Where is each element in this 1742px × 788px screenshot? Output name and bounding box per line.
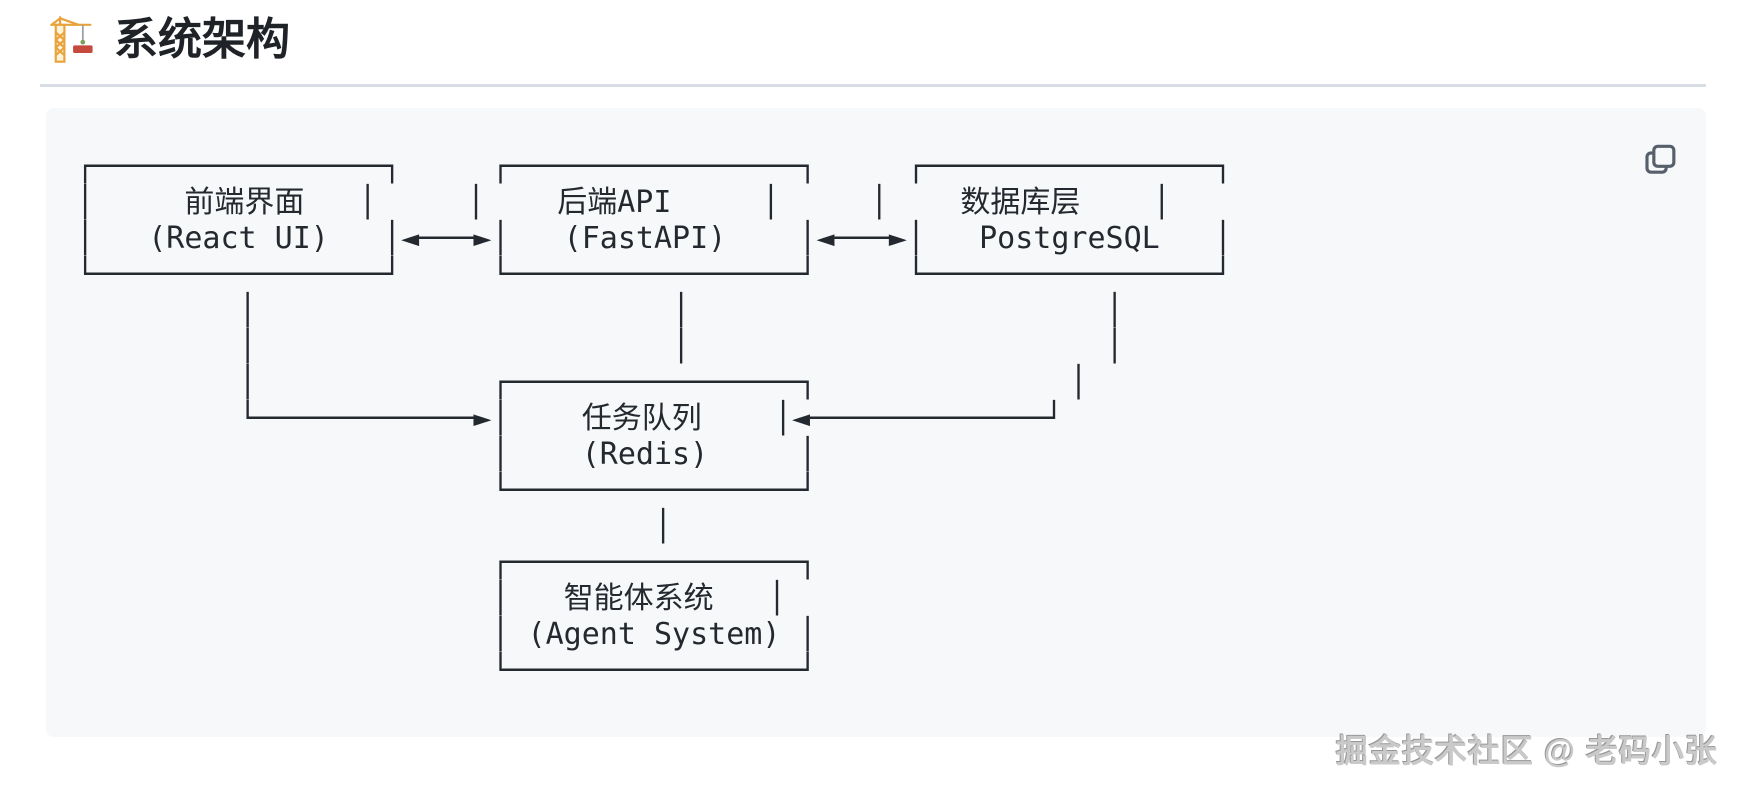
watermark: 掘金技术社区 @ 老码小张 bbox=[1336, 733, 1718, 769]
copy-icon bbox=[1645, 144, 1676, 174]
page-title-text: 系统架构 bbox=[114, 15, 290, 64]
page-title: 系统架构 bbox=[46, 14, 1706, 66]
ascii-architecture-diagram: ┌────────────────┐ ┌────────────────┐ ┌─… bbox=[76, 149, 1232, 688]
article: 系统架构 ┌────────────────┐ ┌───────────────… bbox=[0, 14, 1742, 737]
construction-crane-icon bbox=[50, 16, 93, 63]
code-block: ┌────────────────┐ ┌────────────────┐ ┌─… bbox=[46, 108, 1706, 737]
heading-rule bbox=[40, 84, 1706, 87]
copy-button[interactable] bbox=[1638, 138, 1682, 182]
